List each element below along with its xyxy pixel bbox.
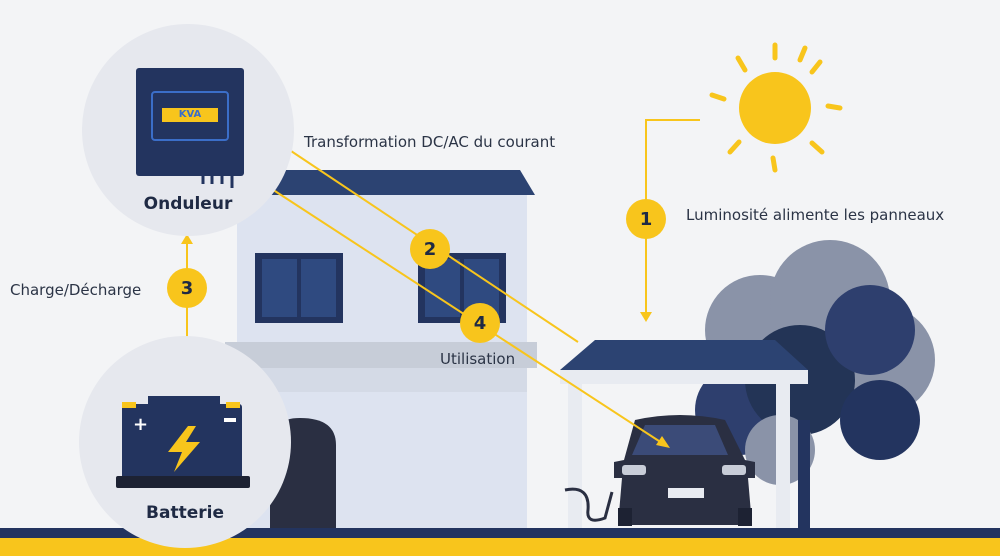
arrow-up-icon — [181, 234, 193, 244]
onduleur-circle — [82, 24, 294, 236]
utilisation-label: Utilisation — [440, 350, 516, 368]
onduleur-label: Onduleur — [143, 194, 233, 214]
luminosite-label: Luminosité alimente les panneaux — [686, 206, 945, 224]
sun-icon — [709, 42, 843, 173]
step-badge-2: 2 — [410, 229, 450, 269]
kva-label: KVA — [178, 109, 202, 120]
batterie-circle: + — [79, 336, 291, 548]
carport — [560, 340, 808, 528]
svg-text:+: + — [133, 414, 148, 435]
transformation-label: Transformation DC/AC du courant — [304, 133, 556, 151]
lightning-icon — [168, 426, 200, 472]
tree-group — [695, 240, 935, 528]
house — [225, 170, 537, 528]
step-badge-3: 3 — [167, 268, 207, 308]
arrow-right-icon — [656, 436, 670, 448]
step-badge-4: 4 — [460, 303, 500, 343]
arrow-down-icon — [640, 312, 652, 322]
batterie-label: Batterie — [146, 503, 224, 523]
car — [614, 415, 755, 526]
flow-line-onduleur-car — [257, 179, 663, 444]
step-badge-1: 1 — [626, 199, 666, 239]
ground-yellow-strip — [0, 538, 1000, 556]
charge-label: Charge/Décharge — [10, 281, 142, 299]
sun-flow-line — [645, 119, 700, 318]
